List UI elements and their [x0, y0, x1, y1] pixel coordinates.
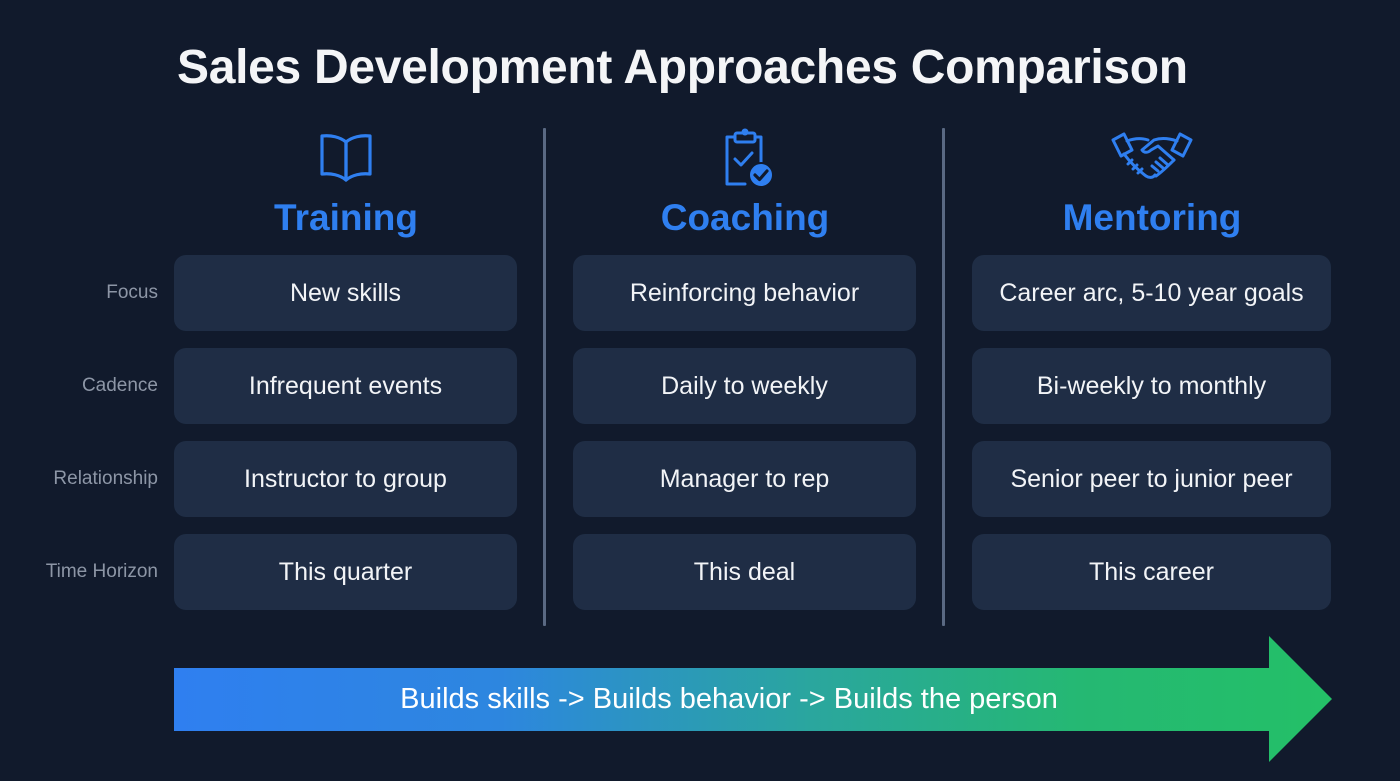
- column-divider: [942, 128, 945, 626]
- cell-coaching-time-horizon: This deal: [573, 534, 916, 610]
- column-title: Training: [274, 197, 418, 238]
- column-header-coaching: Coaching: [573, 128, 917, 240]
- cell-mentoring-focus: Career arc, 5-10 year goals: [972, 255, 1331, 331]
- row-label-relationship: Relationship: [53, 468, 158, 489]
- row-label-focus: Focus: [106, 282, 158, 303]
- cell-coaching-relationship: Manager to rep: [573, 441, 916, 517]
- cell-training-relationship: Instructor to group: [174, 441, 517, 517]
- page-title: Sales Development Approaches Comparison: [177, 41, 1188, 94]
- cell-training-time-horizon: This quarter: [174, 534, 517, 610]
- clipboard-check-icon: [573, 128, 917, 188]
- column-header-mentoring: Mentoring: [980, 128, 1324, 240]
- cell-mentoring-cadence: Bi-weekly to monthly: [972, 348, 1331, 424]
- progression-arrow: Builds skills -> Builds behavior -> Buil…: [174, 636, 1332, 762]
- cell-coaching-cadence: Daily to weekly: [573, 348, 916, 424]
- column-title: Mentoring: [1062, 197, 1242, 238]
- column-header-training: Training: [174, 128, 518, 240]
- cell-training-cadence: Infrequent events: [174, 348, 517, 424]
- cell-mentoring-relationship: Senior peer to junior peer: [972, 441, 1331, 517]
- column-title: Coaching: [660, 197, 830, 238]
- cell-training-focus: New skills: [174, 255, 517, 331]
- cell-mentoring-time-horizon: This career: [972, 534, 1331, 610]
- row-label-cadence: Cadence: [81, 375, 158, 396]
- progression-text: Builds skills -> Builds behavior -> Buil…: [400, 683, 1058, 715]
- handshake-icon: [980, 128, 1324, 188]
- book-icon: [174, 128, 518, 188]
- row-label-time-horizon: Time Horizon: [45, 561, 158, 582]
- cell-coaching-focus: Reinforcing behavior: [573, 255, 916, 331]
- column-divider: [543, 128, 546, 626]
